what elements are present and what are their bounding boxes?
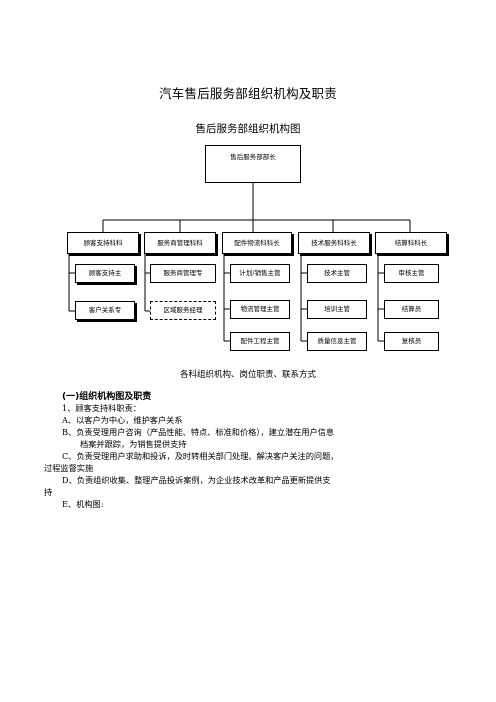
org-chart-connectors xyxy=(68,183,411,342)
section-heading: (一)组织机构图及职责 xyxy=(62,392,152,402)
paragraph: 1、顾客支持科职责： xyxy=(62,403,141,413)
body-text: 1、顾客支持科职责： A、以客户为中心，维护客户关系 B、负责受理用户咨询（产品… xyxy=(44,402,432,510)
org-node-label: 服务商管理专 xyxy=(163,269,203,278)
paragraph: E、机构图: xyxy=(62,499,104,509)
paragraph: A、以客户为中心，维护客户关系 xyxy=(62,415,183,425)
paragraph: 档案并跟踪，为销售提供支持 xyxy=(80,439,187,449)
org-node-label: 质量信息主管 xyxy=(317,337,357,346)
org-node-label: 物流管理主管 xyxy=(240,305,280,314)
paragraph: B、负责受理用户咨询（产品性能、特点、标准和价格），建立潜在用户信息 xyxy=(62,427,335,437)
org-node-label: 客户关系专 xyxy=(88,306,122,315)
org-node-label: 配件物流科科长 xyxy=(234,238,280,247)
org-node-staff: 复核员 xyxy=(384,332,439,351)
org-node-staff: 配件工程主管 xyxy=(230,332,290,351)
org-node-staff: 客户关系专 xyxy=(75,301,135,320)
org-node-label: 结算科科长 xyxy=(394,238,428,247)
org-node-label: 配件工程主管 xyxy=(240,337,280,346)
org-node-dept-head: 结算科科长 xyxy=(375,232,447,254)
org-node-label: 技术服务科科长 xyxy=(311,238,357,247)
paragraph: 过程监督实施 xyxy=(44,463,94,473)
org-node-label: 顾客支持主 xyxy=(88,269,122,278)
org-node-dept-head: 配件物流科科长 xyxy=(222,232,292,254)
org-node-staff: 物流管理主管 xyxy=(230,300,290,319)
org-node-label: 售后服务部部长 xyxy=(230,153,276,161)
org-node-label: 服务商管理科科 xyxy=(157,238,203,247)
org-node-dept-head: 顾客支持科科 xyxy=(67,232,139,254)
org-node-staff: 审核主管 xyxy=(384,264,439,283)
chart-caption: 各科组织机构、岗位职责、联系方式 xyxy=(179,370,316,380)
org-chart: 售后服务部部长 顾客支持科科 服务商管理科科 配件物流科科长 技术服务科科长 结… xyxy=(67,145,447,351)
org-chart-title: 售后服务部组织机构图 xyxy=(195,123,301,135)
paragraph: D、负责组织收集、整理产品投诉案例，为企业技术改革和产品更新提供支 xyxy=(62,475,331,485)
org-node-staff: 培训主管 xyxy=(307,300,367,319)
org-node-staff: 区域服务经理 xyxy=(150,301,216,320)
paragraph: C、负责受理用户求助和投诉，及时转相关部门处理、解决客户关注的问题， xyxy=(62,451,339,461)
org-node-staff: 顾客支持主 xyxy=(75,264,135,283)
paragraph: 持 xyxy=(44,487,53,497)
org-node-staff: 计划/销售主管 xyxy=(230,264,290,283)
org-node-label: 审核主管 xyxy=(398,269,425,278)
org-node-staff: 服务商管理专 xyxy=(150,264,216,283)
org-node-root: 售后服务部部长 xyxy=(205,145,301,183)
org-node-label: 培训主管 xyxy=(324,305,350,314)
org-node-staff: 质量信息主管 xyxy=(307,332,367,351)
org-node-dept-head: 服务商管理科科 xyxy=(144,232,216,254)
org-node-label: 技术主管 xyxy=(324,269,350,278)
org-node-label: 顾客支持科科 xyxy=(83,238,123,247)
org-node-staff: 结算员 xyxy=(384,300,439,319)
org-node-staff: 技术主管 xyxy=(307,264,367,283)
document-title: 汽车售后服务部组织机构及职责 xyxy=(159,86,337,101)
org-node-label: 复核员 xyxy=(401,337,422,346)
org-node-label: 计划/销售主管 xyxy=(239,269,281,278)
org-node-label: 结算员 xyxy=(401,305,422,314)
org-node-label: 区域服务经理 xyxy=(163,306,203,315)
org-node-dept-head: 技术服务科科长 xyxy=(298,232,370,254)
